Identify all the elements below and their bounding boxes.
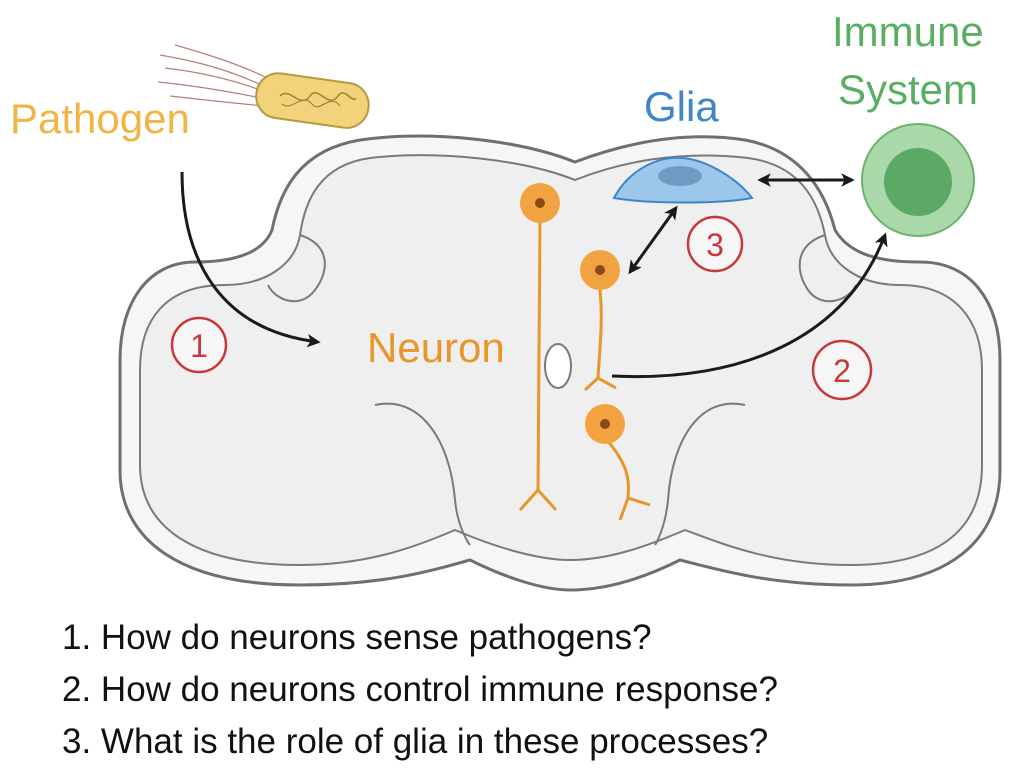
central-foramen (544, 343, 572, 389)
step-marker-2: 2 (811, 339, 873, 401)
immune-label-line1: Immune (832, 8, 984, 55)
question-list: 1. How do neurons sense pathogens? 2. Ho… (62, 612, 1012, 768)
pathogen-label: Pathogen (10, 95, 190, 142)
pathogen-icon (157, 44, 370, 129)
arrow-neuron-glia-bidirectional (628, 205, 678, 275)
neuron-label: Neuron (367, 324, 505, 371)
neuron-long (518, 183, 560, 512)
step-marker-1: 1 (170, 316, 228, 374)
left-lower-fissure (374, 402, 471, 546)
brain (118, 134, 1002, 592)
step-marker-2-label: 2 (833, 353, 851, 389)
step-marker-1-label: 1 (190, 328, 208, 364)
left-lobe-fissure (267, 234, 326, 303)
step-marker-3-label: 3 (706, 227, 724, 263)
question-item: 2. How do neurons control immune respons… (62, 670, 778, 709)
neuron-middle (580, 250, 620, 392)
right-lobe-fissure (798, 234, 857, 303)
arrow-neuron-to-immune (611, 232, 888, 379)
glia-label: Glia (644, 83, 719, 130)
step-marker-3: 3 (686, 215, 744, 273)
immune-label-line2: System (838, 66, 978, 113)
right-lower-fissure (654, 402, 746, 546)
immune-cell-icon (861, 123, 975, 237)
question-item: 1. How do neurons sense pathogens? (62, 618, 652, 657)
arrow-pathogen-to-neuron (180, 171, 321, 348)
neuron-lower (585, 404, 651, 521)
question-item: 3. What is the role of glia in these pro… (62, 722, 769, 761)
glia-cell-icon (612, 156, 754, 204)
